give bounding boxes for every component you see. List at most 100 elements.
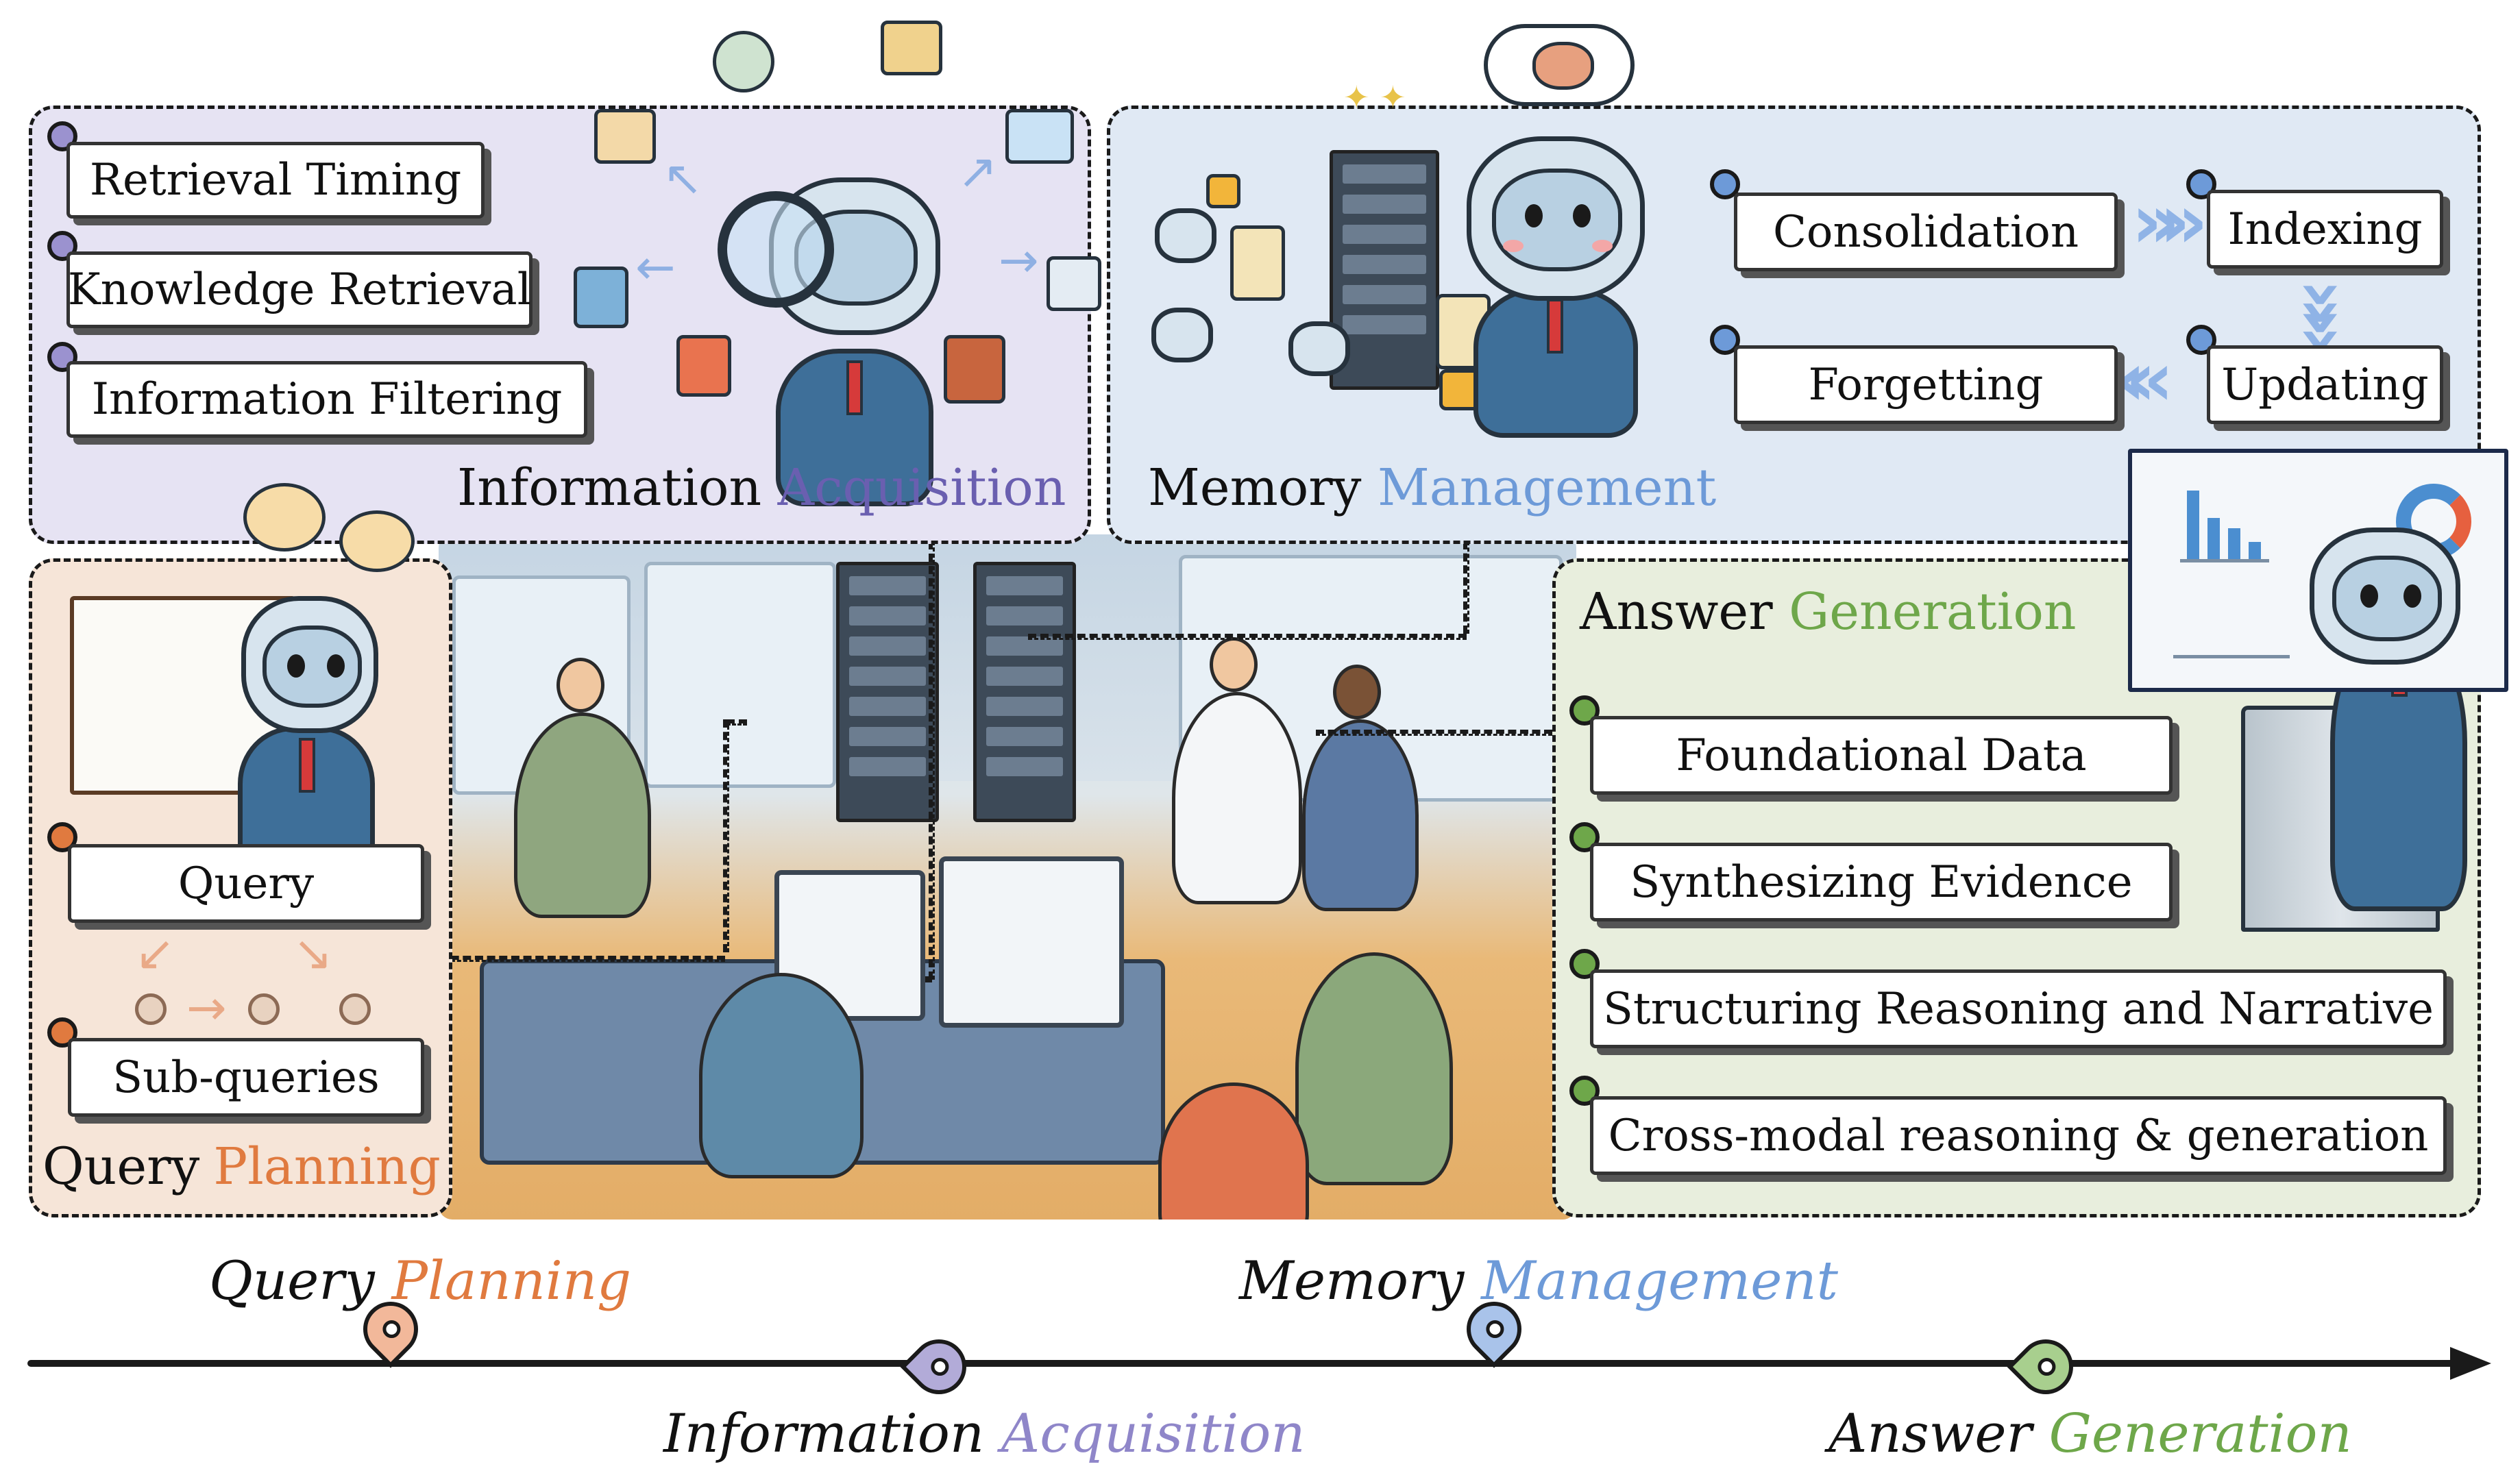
- arrow-icon: ↖: [663, 150, 703, 206]
- timeline-label-memory-management: Memory Management: [1239, 1250, 1838, 1312]
- information-acquisition-title: Information Acquisition: [457, 458, 1066, 517]
- people-icon: [713, 31, 774, 92]
- indexing-box: Indexing: [2207, 190, 2443, 269]
- connector-line: [1316, 730, 1552, 736]
- chat-icon: [1047, 256, 1101, 311]
- pin-icon: [1569, 822, 1600, 852]
- query-box: Query: [68, 844, 424, 923]
- connector-line: [929, 541, 935, 980]
- updating-box: Updating: [2207, 345, 2443, 424]
- pin-icon: [47, 1017, 77, 1048]
- foundational-data-box: Foundational Data: [1590, 716, 2173, 795]
- sub-query-node: [135, 993, 167, 1025]
- title-word-colored: Acquisition: [777, 458, 1066, 517]
- timeline-word: Information: [663, 1403, 985, 1465]
- monitor-icon: [1005, 109, 1074, 164]
- timeline-word-colored: Generation: [2048, 1403, 2352, 1465]
- timeline-label-answer-generation: Answer Generation: [1828, 1403, 2352, 1465]
- pin-icon: [1569, 1076, 1600, 1106]
- person-seated: [699, 973, 864, 1178]
- item-label: Forgetting: [1808, 359, 2044, 410]
- presentation-board-icon: [2128, 449, 2508, 692]
- item-label: Retrieval Timing: [89, 155, 462, 206]
- title-word: Answer: [1580, 582, 1773, 641]
- location-pin-icon: [2007, 1328, 2085, 1406]
- person-presenter: [514, 713, 651, 918]
- mini-robot-icon: [1155, 208, 1216, 263]
- item-label: Foundational Data: [1676, 730, 2087, 781]
- arrow-icon: ↗: [957, 143, 998, 199]
- profile-card-icon: [881, 21, 942, 75]
- thought-cloud-icon: [1484, 24, 1635, 106]
- forgetting-box: Forgetting: [1734, 345, 2118, 424]
- connector-line: [726, 719, 747, 726]
- connector-line: [723, 719, 729, 952]
- title-word: Information: [457, 458, 762, 517]
- cross-modal-reasoning-box: Cross-modal reasoning & generation: [1590, 1096, 2447, 1175]
- sub-query-node: [339, 993, 371, 1025]
- person-head: [1333, 665, 1381, 719]
- timeline-label-query-planning: Query Planning: [209, 1250, 631, 1312]
- item-label: Indexing: [2227, 203, 2423, 255]
- server-rack-1: [836, 562, 939, 822]
- item-label: Information Filtering: [91, 374, 563, 425]
- information-filtering-box: Information Filtering: [66, 361, 587, 438]
- report-icon: [676, 335, 731, 397]
- thought-bubble-icon: [339, 510, 415, 572]
- sub-queries-box: Sub-queries: [68, 1038, 424, 1117]
- person-front: [1158, 1082, 1309, 1220]
- item-label: Synthesizing Evidence: [1630, 856, 2133, 908]
- pin-icon: [2186, 169, 2216, 199]
- arrow-icon: →: [186, 980, 227, 1036]
- timeline-arrowhead-icon: [2450, 1347, 2491, 1380]
- bar-chart-icon: [2180, 487, 2269, 562]
- person-analyst: [1302, 719, 1419, 911]
- timeline-label-information-acquisition: Information Acquisition: [663, 1403, 1306, 1465]
- connector-line: [1028, 634, 1467, 640]
- answer-generation-title: Answer Generation: [1580, 582, 2077, 641]
- title-word: Query: [42, 1137, 200, 1196]
- robot-head: [2310, 528, 2460, 665]
- server-rack-2: [973, 562, 1076, 822]
- magnifier-icon: [718, 191, 834, 308]
- retrieval-timing-box: Retrieval Timing: [66, 142, 485, 219]
- chevron-right-icon: »»: [2131, 177, 2208, 265]
- book-icon: [594, 109, 656, 164]
- arrow-icon: ←: [635, 239, 676, 295]
- desk-monitor-2: [939, 856, 1124, 1028]
- item-label: Consolidation: [1772, 206, 2079, 258]
- information-acquisition-panel: Retrieval Timing Knowledge Retrieval Inf…: [29, 106, 1101, 544]
- timeline-axis: [27, 1360, 2467, 1367]
- person-tablet: [1295, 952, 1453, 1185]
- location-pin-icon: [900, 1328, 978, 1406]
- arrow-icon: ↘: [293, 925, 333, 981]
- knowledge-retrieval-box: Knowledge Retrieval: [66, 251, 533, 328]
- item-label: Structuring Reasoning and Narrative: [1603, 983, 2434, 1035]
- consolidation-box: Consolidation: [1734, 193, 2118, 271]
- mini-robot-icon: [1288, 321, 1350, 376]
- timeline-word: Answer: [1828, 1403, 2032, 1465]
- title-word-colored: Planning: [213, 1137, 441, 1196]
- person-head: [1210, 637, 1258, 692]
- synthesizing-evidence-box: Synthesizing Evidence: [1590, 843, 2173, 921]
- timeline-word-colored: Acquisition: [1001, 1403, 1306, 1465]
- structuring-reasoning-box: Structuring Reasoning and Narrative: [1590, 969, 2447, 1048]
- item-label: Sub-queries: [112, 1052, 380, 1103]
- scroll-icon: [1230, 225, 1285, 301]
- arrow-icon: ↙: [135, 925, 175, 981]
- mini-robot-icon: [1151, 308, 1213, 362]
- timeline-word: Query: [209, 1250, 375, 1312]
- item-label: Query: [178, 858, 315, 909]
- memory-management-title: Memory Management: [1148, 458, 1716, 517]
- brain-icon: [1532, 42, 1594, 90]
- person-scientist: [1172, 692, 1302, 904]
- pin-icon: [1569, 695, 1600, 726]
- cube-icon: [1206, 174, 1240, 208]
- title-word: Memory: [1148, 458, 1362, 517]
- office-scene-illustration: [439, 534, 1576, 1220]
- pin-icon: [1569, 949, 1600, 979]
- sparkle-icon: ✦ ✦: [1343, 79, 1406, 116]
- title-word-colored: Generation: [1789, 582, 2077, 641]
